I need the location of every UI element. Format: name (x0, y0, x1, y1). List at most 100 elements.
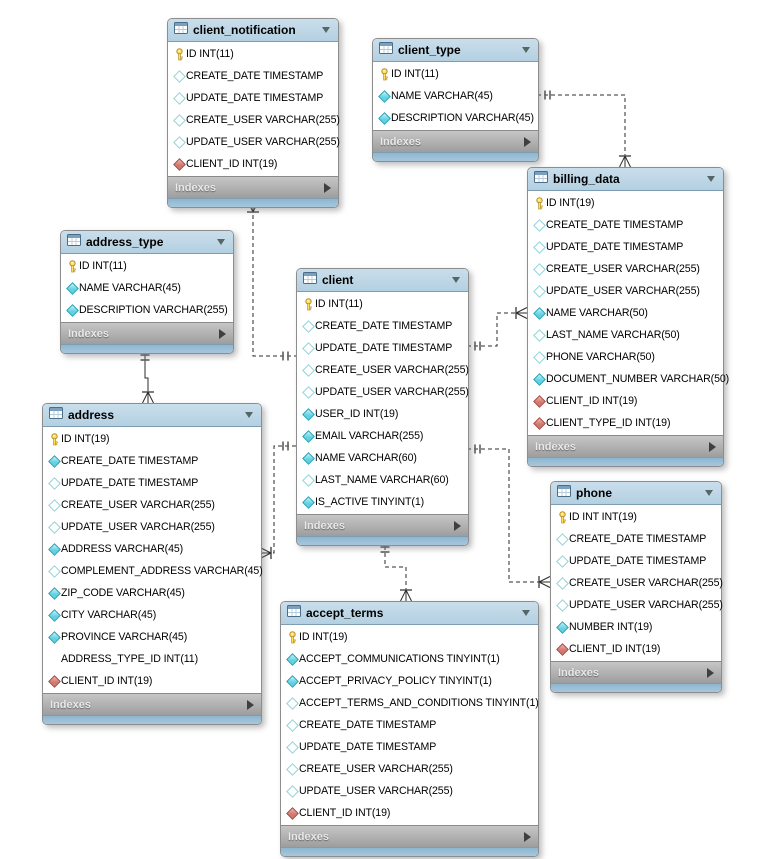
column-row[interactable]: CREATE_USER VARCHAR(255) (281, 758, 538, 780)
collapse-arrow-icon[interactable] (705, 490, 713, 496)
collapse-arrow-icon[interactable] (322, 27, 330, 33)
expand-arrow-icon[interactable] (524, 831, 531, 842)
column-row[interactable]: CITY VARCHAR(45) (43, 604, 261, 626)
indexes-section[interactable]: Indexes (168, 176, 338, 198)
column-row[interactable]: COMPLEMENT_ADDRESS VARCHAR(45) (43, 560, 263, 582)
column-row[interactable]: NUMBER INT(19) (551, 616, 721, 638)
indexes-section[interactable]: Indexes (297, 514, 468, 536)
column-row[interactable]: ID INT(11) (168, 43, 338, 65)
column-row[interactable]: EMAIL VARCHAR(255) (297, 425, 468, 447)
indexes-section[interactable]: Indexes (551, 661, 721, 683)
column-row[interactable]: CLIENT_ID INT(19) (43, 670, 261, 692)
column-row[interactable]: ZIP_CODE VARCHAR(45) (43, 582, 261, 604)
column-row[interactable]: ID INT(19) (528, 192, 723, 214)
column-row[interactable]: UPDATE_DATE TIMESTAMP (528, 236, 723, 258)
column-row[interactable]: PHONE VARCHAR(50) (528, 346, 723, 368)
table-header[interactable]: billing_data (528, 168, 723, 191)
column-row[interactable]: CLIENT_TYPE_ID INT(19) (528, 412, 723, 434)
expand-arrow-icon[interactable] (219, 328, 226, 339)
column-row[interactable]: IS_ACTIVE TINYINT(1) (297, 491, 468, 513)
column-row[interactable]: CREATE_DATE TIMESTAMP (297, 315, 468, 337)
column-row[interactable]: NAME VARCHAR(50) (528, 302, 723, 324)
table-header[interactable]: phone (551, 482, 721, 505)
column-row[interactable]: ACCEPT_TERMS_AND_CONDITIONS TINYINT(1) (281, 692, 539, 714)
expand-arrow-icon[interactable] (247, 699, 254, 710)
column-row[interactable]: NAME VARCHAR(45) (61, 277, 233, 299)
relationship-client-phone[interactable] (467, 448, 550, 583)
column-row[interactable]: ID INT(19) (281, 626, 538, 648)
column-row[interactable]: CREATE_USER VARCHAR(255) (551, 572, 723, 594)
column-row[interactable]: UPDATE_USER VARCHAR(255) (551, 594, 723, 616)
column-row[interactable]: UPDATE_DATE TIMESTAMP (43, 472, 261, 494)
column-row[interactable]: LAST_NAME VARCHAR(60) (297, 469, 468, 491)
column-row[interactable]: LAST_NAME VARCHAR(50) (528, 324, 723, 346)
column-row[interactable]: ACCEPT_PRIVACY_POLICY TINYINT(1) (281, 670, 538, 692)
expand-arrow-icon[interactable] (707, 667, 714, 678)
column-row[interactable]: ADDRESS_TYPE_ID INT(11) (43, 648, 261, 670)
column-row[interactable]: UPDATE_USER VARCHAR(255) (168, 131, 340, 153)
column-row[interactable]: USER_ID INT(19) (297, 403, 468, 425)
column-row[interactable]: ID INT(11) (297, 293, 468, 315)
collapse-arrow-icon[interactable] (522, 47, 530, 53)
column-row[interactable]: CREATE_USER VARCHAR(255) (528, 258, 723, 280)
column-row[interactable]: UPDATE_USER VARCHAR(255) (297, 381, 469, 403)
column-row[interactable]: DESCRIPTION VARCHAR(45) (373, 107, 538, 129)
collapse-arrow-icon[interactable] (707, 176, 715, 182)
column-row[interactable]: CREATE_DATE TIMESTAMP (168, 65, 338, 87)
table-header[interactable]: client (297, 269, 468, 292)
column-row[interactable]: DOCUMENT_NUMBER VARCHAR(50) (528, 368, 729, 390)
expand-arrow-icon[interactable] (709, 441, 716, 452)
column-row[interactable]: ID INT(11) (61, 255, 233, 277)
relationship-client_type-billing_data[interactable] (537, 94, 626, 167)
collapse-arrow-icon[interactable] (217, 239, 225, 245)
column-row[interactable]: UPDATE_DATE TIMESTAMP (297, 337, 468, 359)
column-row[interactable]: ACCEPT_COMMUNICATIONS TINYINT(1) (281, 648, 538, 670)
column-row[interactable]: UPDATE_USER VARCHAR(255) (528, 280, 723, 302)
column-row[interactable]: UPDATE_DATE TIMESTAMP (551, 550, 721, 572)
expand-arrow-icon[interactable] (524, 136, 531, 147)
column-row[interactable]: CLIENT_ID INT(19) (528, 390, 723, 412)
table-header[interactable]: address (43, 404, 261, 427)
column-row[interactable]: PROVINCE VARCHAR(45) (43, 626, 261, 648)
indexes-section[interactable]: Indexes (281, 825, 538, 847)
relationship-address_type-address[interactable] (144, 347, 149, 403)
column-row[interactable]: CREATE_USER VARCHAR(255) (168, 109, 340, 131)
relationship-client-accept_terms[interactable] (384, 539, 407, 601)
expand-arrow-icon[interactable] (324, 182, 331, 193)
table-header[interactable]: client_type (373, 39, 538, 62)
column-row[interactable]: ID INT(11) (373, 63, 538, 85)
column-row[interactable]: CREATE_DATE TIMESTAMP (281, 714, 538, 736)
column-row[interactable]: UPDATE_USER VARCHAR(255) (281, 780, 538, 802)
indexes-section[interactable]: Indexes (61, 322, 233, 344)
indexes-section[interactable]: Indexes (373, 130, 538, 152)
table-header[interactable]: accept_terms (281, 602, 538, 625)
indexes-section[interactable]: Indexes (528, 435, 723, 457)
collapse-arrow-icon[interactable] (522, 610, 530, 616)
column-row[interactable]: CREATE_DATE TIMESTAMP (528, 214, 723, 236)
column-row[interactable]: CREATE_USER VARCHAR(255) (297, 359, 469, 381)
column-row[interactable]: ID INT(19) (43, 428, 261, 450)
relationship-client-address[interactable] (260, 445, 296, 554)
column-row[interactable]: UPDATE_USER VARCHAR(255) (43, 516, 261, 538)
table-header[interactable]: address_type (61, 231, 233, 254)
collapse-arrow-icon[interactable] (245, 412, 253, 418)
column-row[interactable]: ID INT INT(19) (551, 506, 721, 528)
table-header[interactable]: client_notification (168, 19, 338, 42)
column-row[interactable]: NAME VARCHAR(45) (373, 85, 538, 107)
column-row[interactable]: CREATE_DATE TIMESTAMP (43, 450, 261, 472)
relationship-client-billing_data[interactable] (467, 312, 527, 347)
column-row[interactable]: CLIENT_ID INT(19) (551, 638, 721, 660)
column-row[interactable]: CREATE_DATE TIMESTAMP (551, 528, 721, 550)
column-row[interactable]: ADDRESS VARCHAR(45) (43, 538, 261, 560)
column-row[interactable]: UPDATE_DATE TIMESTAMP (281, 736, 538, 758)
column-row[interactable]: CLIENT_ID INT(19) (168, 153, 338, 175)
column-row[interactable]: CLIENT_ID INT(19) (281, 802, 538, 824)
collapse-arrow-icon[interactable] (452, 277, 460, 283)
